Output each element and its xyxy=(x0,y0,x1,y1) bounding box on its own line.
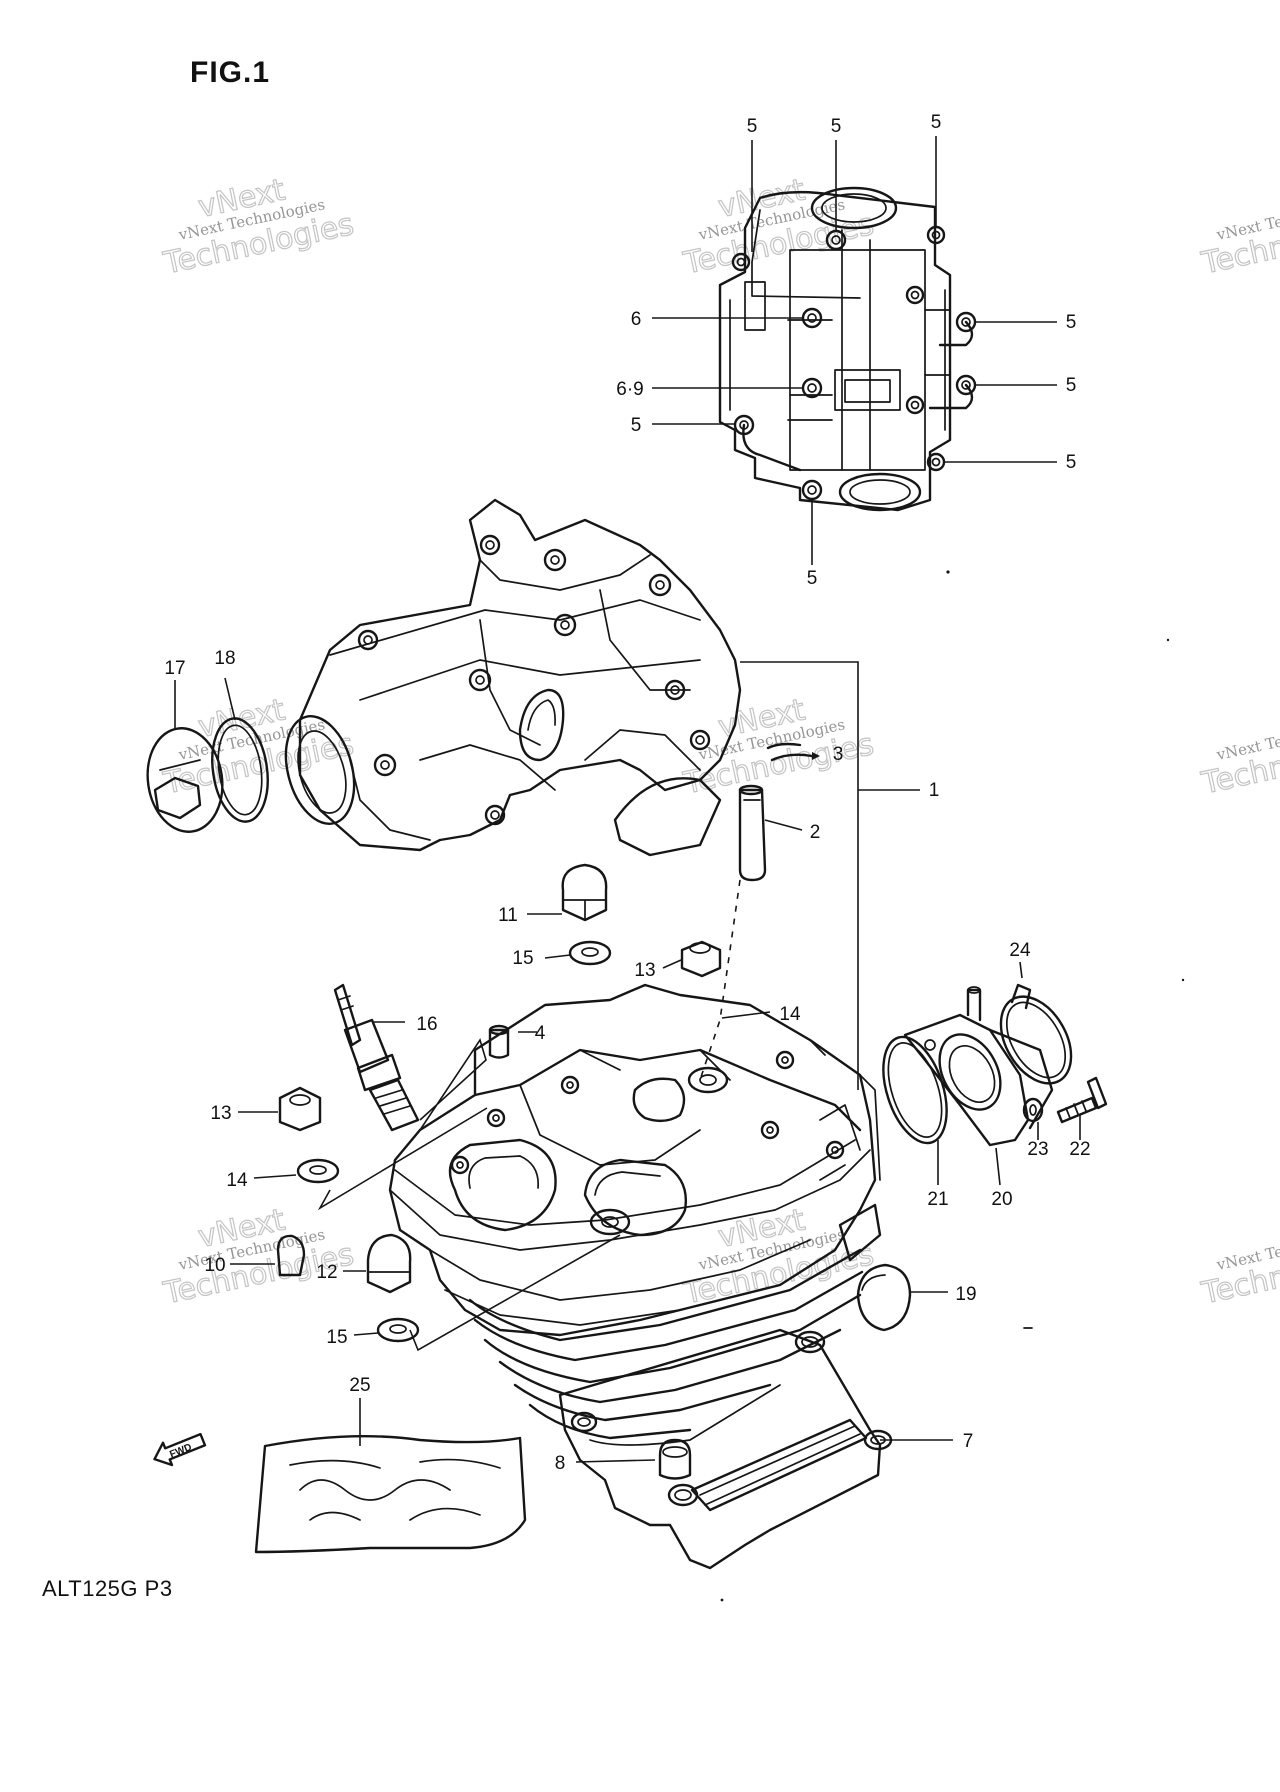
washer-15a xyxy=(568,940,612,966)
callout: 10 xyxy=(204,1255,225,1276)
bracket-part-1 xyxy=(740,661,920,1090)
head-cover-top-view xyxy=(718,186,977,512)
callout: 5 xyxy=(747,116,758,137)
dowel-pin xyxy=(738,784,767,882)
intake-clamp xyxy=(999,983,1073,1085)
head-port-a xyxy=(448,1138,557,1232)
nut-10 xyxy=(276,1234,306,1277)
callout: 17 xyxy=(164,658,185,679)
spark-plug xyxy=(333,983,420,1132)
cylinder-head xyxy=(388,983,882,1337)
nut-13b xyxy=(278,1086,322,1132)
callout: 15 xyxy=(326,1327,347,1348)
watermark-5: vNext Technologies Technologies vNext xyxy=(159,1202,357,1312)
callout: 15 xyxy=(512,948,533,969)
callout: 7 xyxy=(963,1431,974,1452)
fwd-arrow-icon: FWD xyxy=(153,1432,207,1467)
callout: 24 xyxy=(1009,940,1031,961)
callout: 13 xyxy=(634,960,655,981)
callout: 5 xyxy=(807,568,818,589)
callout: 2 xyxy=(810,822,821,843)
callout: 14 xyxy=(226,1170,248,1191)
plug-19 xyxy=(856,1263,912,1332)
callout: 21 xyxy=(927,1189,948,1210)
callout: 16 xyxy=(416,1014,437,1035)
figure-title: FIG.1 xyxy=(190,56,270,89)
watermark-edge-3: vNext Technologies Technologies xyxy=(1197,1225,1280,1312)
callout: 4 xyxy=(535,1023,546,1044)
nut-13a xyxy=(680,940,722,978)
callout: 13 xyxy=(210,1103,231,1124)
callout: 5 xyxy=(931,112,942,133)
watermarks: vNext Technologies Technologies vNext vN… xyxy=(159,172,1280,1312)
callout: 25 xyxy=(349,1375,370,1396)
head-port-b xyxy=(583,1158,687,1237)
screw-22 xyxy=(1056,1076,1108,1124)
callout: 6 xyxy=(631,309,642,330)
callout: 1 xyxy=(929,780,940,801)
clip-pin xyxy=(766,742,820,762)
callout: 3 xyxy=(833,744,844,765)
oil-filler-cap xyxy=(146,727,224,833)
callout: 23 xyxy=(1027,1139,1048,1160)
callouts: 5 5 5 6 5 6·9 5 5 5 5 17 18 3 1 2 11 15 … xyxy=(164,112,1090,1474)
leader-lines xyxy=(174,136,1081,1463)
callout: 8 xyxy=(555,1453,566,1474)
watermark-edge-1: vNext Technologies Technologies xyxy=(1197,195,1280,282)
watermark-edge-2: vNext Technologies Technologies xyxy=(1197,715,1280,802)
washer-15b xyxy=(376,1317,420,1343)
callout: 14 xyxy=(779,1004,801,1025)
stray-marks xyxy=(720,570,1185,1602)
washer-23 xyxy=(1022,1097,1044,1123)
o-ring xyxy=(211,717,269,823)
callout: 5 xyxy=(831,116,842,137)
callout: 11 xyxy=(498,905,518,926)
callout: 5 xyxy=(1066,375,1077,396)
callout: 5 xyxy=(631,415,642,436)
cap-nut-11 xyxy=(561,863,608,922)
callout: 5 xyxy=(1066,312,1077,333)
lower-cap-opening xyxy=(838,472,922,512)
cover-window-a xyxy=(518,688,565,762)
watermark-1: vNext Technologies Technologies vNext xyxy=(159,172,357,282)
callout: 19 xyxy=(955,1284,976,1305)
callout: 20 xyxy=(991,1189,1012,1210)
gasket-set-25 xyxy=(254,1434,527,1554)
callout: 18 xyxy=(214,648,235,669)
callout: 5 xyxy=(1066,452,1077,473)
callout: 22 xyxy=(1069,1139,1090,1160)
cylinder-gasket xyxy=(558,1328,893,1570)
callout: 12 xyxy=(316,1262,337,1283)
dowel-8 xyxy=(658,1438,692,1480)
cap-nut-12 xyxy=(366,1233,412,1294)
callout: 6·9 xyxy=(616,379,643,400)
figure-code: ALT125G P3 xyxy=(42,1576,173,1601)
oil-filler-opening xyxy=(810,186,898,230)
washer-14b xyxy=(296,1158,340,1184)
watermark-4: vNext Technologies Technologies vNext xyxy=(679,692,877,802)
cover-side-port xyxy=(284,715,356,825)
cylinder-head-cover xyxy=(284,498,742,857)
